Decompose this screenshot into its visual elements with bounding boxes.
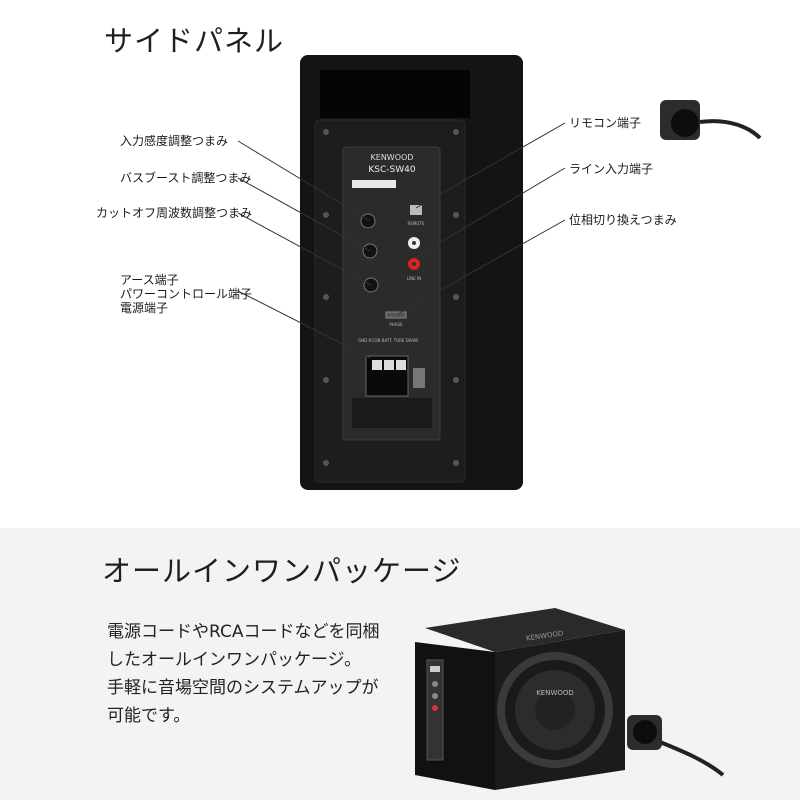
screw-icon	[323, 129, 329, 135]
port-vent	[320, 70, 470, 118]
callout-line-in: ライン入力端子	[569, 162, 654, 176]
remote-cable-icon	[654, 738, 725, 777]
section-title-side-panel: サイドパネル	[104, 24, 285, 58]
amp-panel	[342, 146, 441, 441]
remote-cable-icon	[699, 119, 762, 140]
callout-input-gain: 入力感度調整つまみ	[120, 134, 229, 148]
callout-power: 電源端子	[120, 301, 169, 315]
screw-icon	[453, 129, 459, 135]
all-in-one-section	[0, 528, 800, 800]
section-title-all-in-one: オールインワンパッケージ	[102, 554, 462, 588]
phase-switch-icon	[385, 311, 407, 319]
spec-sticker	[352, 180, 396, 188]
rca-white-jack-icon	[408, 237, 420, 249]
description-line: したオールインワンパッケージ。	[107, 650, 362, 670]
remote-label: REMOTE	[408, 221, 425, 226]
panel-model-label: KSC-SW40	[368, 165, 415, 175]
callout-cutoff: カットオフ周波数調整つまみ	[96, 206, 253, 220]
remote-port-icon	[410, 205, 422, 215]
subwoofer-box-side	[300, 55, 523, 490]
side-panel-illustration: KENWOOD KSC-SW40 REMOTE LINE IN PHASE GN…	[237, 55, 762, 490]
screw-icon	[323, 377, 329, 383]
rca-red-jack-icon	[408, 258, 420, 270]
callout-remote: リモコン端子	[569, 116, 642, 130]
line-in-label: LINE IN	[407, 276, 421, 281]
bass-boost-knob-icon	[362, 243, 378, 259]
callout-power-control: パワーコントロール端子	[120, 287, 253, 301]
callout-ground: アース端子	[120, 273, 179, 287]
description-line: 電源コードやRCAコードなどを同梱	[107, 622, 380, 642]
terminals-label: GND P.CON BATT. TURE DRAW	[358, 338, 418, 343]
remote-control-knob-icon	[671, 109, 699, 137]
description-line: 可能です。	[107, 706, 191, 726]
screw-icon	[453, 294, 459, 300]
cutoff-knob-icon	[363, 277, 379, 293]
woofer-brand-label: KENWOOD	[536, 689, 574, 697]
remote-control-body	[660, 100, 700, 140]
subwoofer-product-illustration: KENWOOD KENWOOD	[415, 608, 725, 790]
phase-label: PHASE	[389, 322, 403, 327]
callout-phase: 位相切り換えつまみ	[569, 213, 677, 227]
screw-icon	[453, 460, 459, 466]
amp-mount-plate	[314, 119, 466, 483]
callout-bass-boost: バスブースト調整つまみ	[120, 171, 252, 185]
remote-control-knob-icon	[633, 720, 657, 744]
power-terminal-block-icon	[365, 355, 409, 397]
input-gain-knob-icon	[360, 213, 376, 229]
screw-icon	[323, 460, 329, 466]
all-in-one-description: 電源コードやRCAコードなどを同梱 したオールインワンパッケージ。 手軽に音場空…	[107, 618, 379, 730]
screw-icon	[323, 294, 329, 300]
panel-brand-label: KENWOOD	[371, 153, 414, 162]
screw-icon	[323, 212, 329, 218]
screw-icon	[453, 212, 459, 218]
screw-icon	[453, 377, 459, 383]
description-line: 手軽に音場空間のシステムアップが	[107, 678, 379, 698]
